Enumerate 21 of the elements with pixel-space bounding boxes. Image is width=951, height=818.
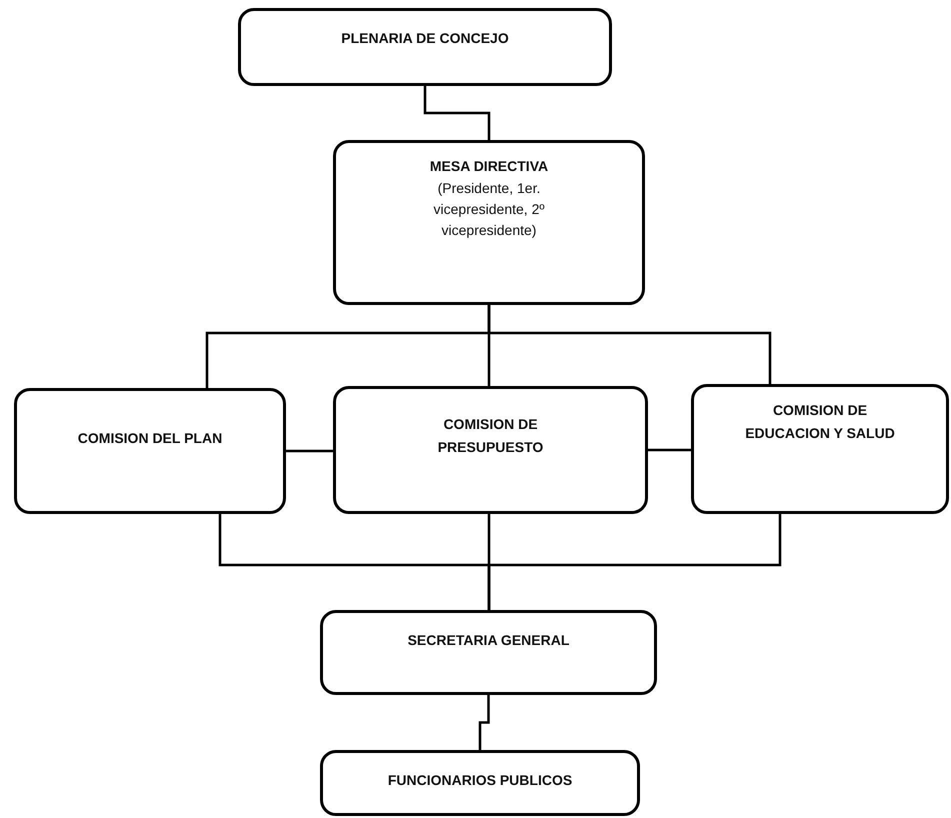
org-box bbox=[691, 384, 949, 514]
connector-line bbox=[488, 305, 772, 384]
org-box bbox=[238, 8, 612, 86]
connector-line bbox=[478, 695, 490, 750]
box-title: SECRETARIA GENERAL bbox=[408, 631, 570, 650]
box-title: COMISION DEL PLAN bbox=[78, 429, 222, 448]
box-title: PLENARIA DE CONCEJO bbox=[341, 29, 509, 48]
org-box bbox=[14, 388, 286, 514]
org-box bbox=[333, 140, 645, 305]
org-box bbox=[320, 750, 640, 816]
org-box bbox=[333, 386, 648, 514]
org-box bbox=[320, 610, 657, 695]
connector-line bbox=[286, 450, 333, 452]
box-title: COMISION DE PRESUPUESTO bbox=[436, 415, 544, 457]
box-title: COMISION DE EDUCACION Y SALUD bbox=[745, 401, 895, 443]
box-title: MESA DIRECTIVA bbox=[430, 157, 548, 176]
connector-line bbox=[648, 448, 691, 452]
connector-line bbox=[424, 86, 490, 140]
box-description: (Presidente, 1er. vicepresidente, 2º vicepresidente) bbox=[432, 179, 546, 240]
connector-line bbox=[488, 514, 782, 610]
box-title: FUNCIONARIOS PUBLICOS bbox=[388, 771, 572, 790]
